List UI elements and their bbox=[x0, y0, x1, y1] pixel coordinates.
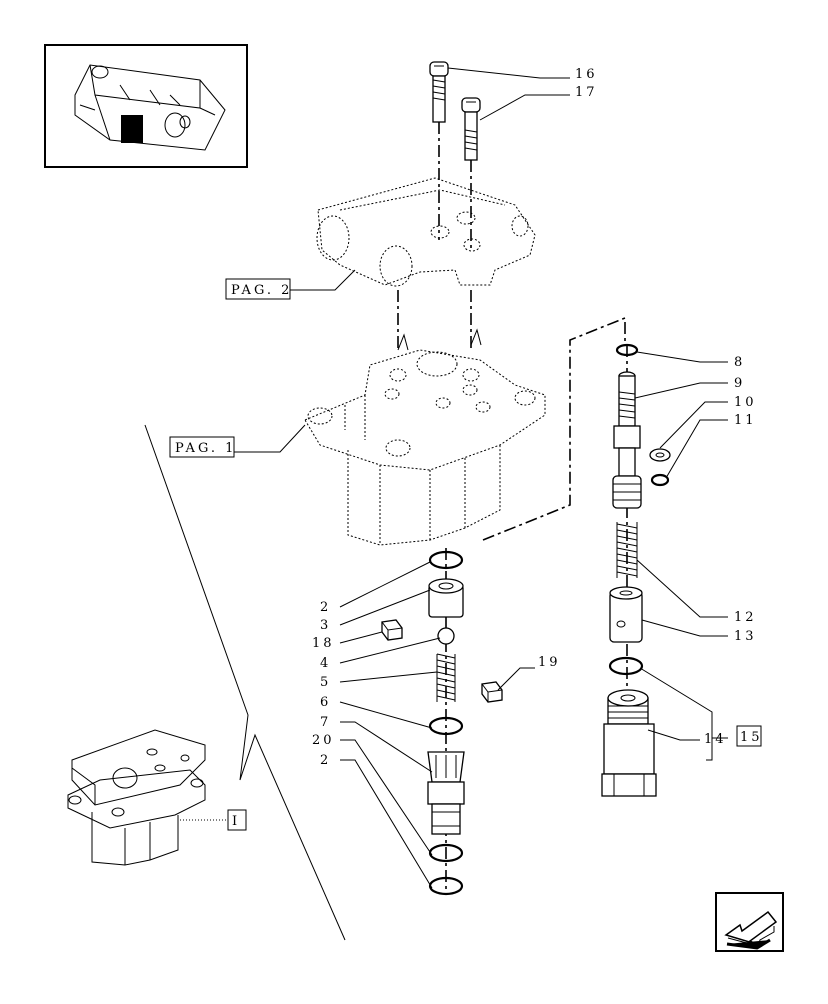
callout-2-lower: 2 bbox=[320, 753, 331, 768]
ref-pag-2-label: PAG. 2 bbox=[231, 283, 292, 298]
plug-18[interactable] bbox=[381, 619, 403, 641]
ref-view-i-label: I bbox=[232, 814, 240, 829]
callout-8: 8 bbox=[734, 355, 745, 370]
ref-pag-2[interactable]: PAG. 2 bbox=[225, 278, 292, 300]
callout-15: 15 bbox=[740, 730, 763, 745]
callout-2-upper: 2 bbox=[320, 600, 331, 615]
cap-3[interactable] bbox=[428, 578, 464, 618]
callout-3: 3 bbox=[320, 618, 331, 633]
ref-pag-1-label: PAG. 1 bbox=[175, 441, 236, 456]
ref-pag-1[interactable]: PAG. 1 bbox=[169, 436, 236, 458]
o-ring-11[interactable] bbox=[650, 473, 670, 487]
callout-17: 17 bbox=[575, 85, 598, 100]
bolt-17[interactable] bbox=[461, 97, 481, 161]
callout-12: 12 bbox=[734, 610, 757, 625]
bolt-16[interactable] bbox=[429, 61, 449, 123]
callout-16: 16 bbox=[575, 67, 598, 82]
arrow-back-icon[interactable] bbox=[715, 892, 784, 952]
callout-13: 13 bbox=[734, 629, 757, 644]
ref-view-i[interactable]: I bbox=[227, 809, 247, 831]
callout-6: 6 bbox=[320, 695, 331, 710]
upper-cover-phantom bbox=[316, 177, 536, 287]
valve-seat-20[interactable] bbox=[427, 751, 465, 835]
valve-body-phantom bbox=[304, 349, 546, 546]
o-ring-7[interactable] bbox=[428, 716, 464, 736]
piston-13[interactable] bbox=[609, 586, 643, 643]
o-ring-2-upper[interactable] bbox=[428, 550, 464, 570]
callout-14: 14 bbox=[704, 732, 727, 747]
plug-19[interactable] bbox=[481, 681, 503, 703]
o-ring-8[interactable] bbox=[615, 343, 639, 357]
callout-10: 10 bbox=[734, 395, 757, 410]
callout-20: 20 bbox=[312, 733, 335, 748]
callout-19: 19 bbox=[538, 655, 561, 670]
callout-4: 4 bbox=[320, 656, 331, 671]
callout-5: 5 bbox=[320, 675, 331, 690]
callout-11: 11 bbox=[734, 413, 757, 428]
callout-9: 9 bbox=[734, 376, 745, 391]
spring-5[interactable] bbox=[436, 653, 456, 702]
view-i-thumbnail[interactable] bbox=[67, 729, 206, 866]
ball-4[interactable] bbox=[437, 627, 455, 645]
callout-15-box[interactable]: 15 bbox=[736, 725, 763, 747]
plug-14[interactable] bbox=[601, 689, 657, 797]
o-ring-2-lower[interactable] bbox=[428, 876, 464, 896]
spring-12[interactable] bbox=[616, 522, 638, 578]
callout-18: 18 bbox=[312, 636, 335, 651]
o-ring-14[interactable] bbox=[608, 656, 644, 676]
assembly-thumbnail[interactable] bbox=[44, 44, 248, 168]
spool-9[interactable] bbox=[612, 371, 642, 509]
washer-10[interactable] bbox=[649, 448, 671, 462]
o-ring-20[interactable] bbox=[428, 843, 464, 863]
callout-7: 7 bbox=[320, 715, 331, 730]
